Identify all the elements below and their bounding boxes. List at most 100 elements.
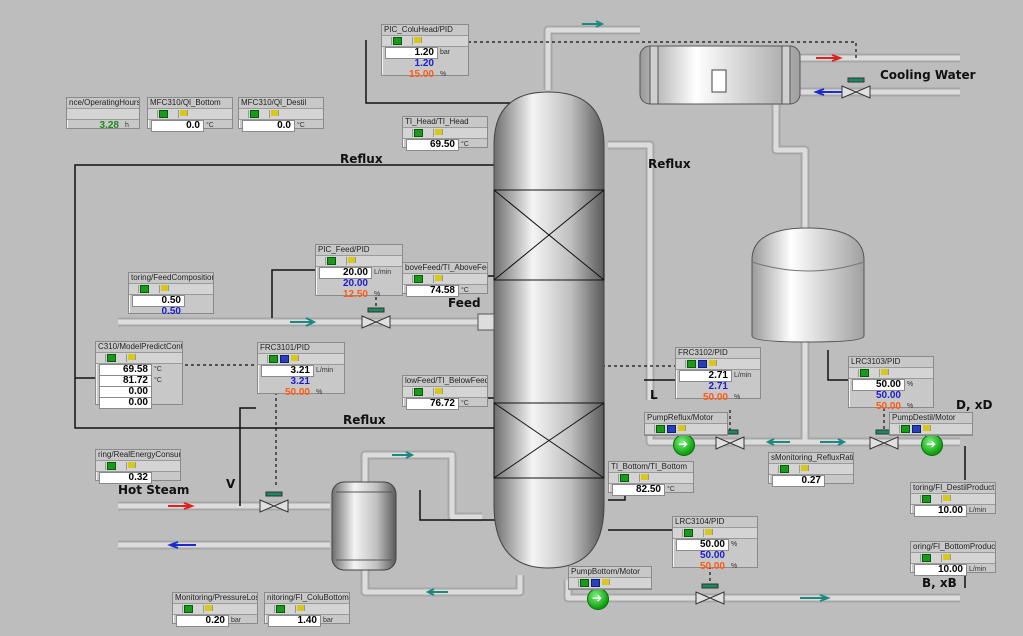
reflux-right-label: Reflux (648, 157, 691, 171)
faceplate-title: lowFeed/TI_BelowFeed (403, 376, 487, 386)
faceplate-pump-bottom[interactable]: PumpBottom/Motor (568, 566, 652, 590)
hot-steam-label: Hot Steam (118, 483, 190, 497)
faceplate-title: boveFeed/TI_AboveFeed (403, 263, 487, 273)
fi-bottom-value: 10.00 (914, 563, 967, 576)
pv-value: 1.20 (385, 46, 438, 59)
ti-head-unit: °C (461, 141, 469, 148)
hours-unit: h (125, 122, 129, 129)
faceplate-reflux-ratio[interactable]: sMonitoring_RefluxRatio 0.27 (768, 452, 854, 487)
faceplate-ti-bottom[interactable]: TI_Bottom/TI_Bottom 82.50°C (608, 461, 694, 496)
faceplate-title: oring/FI_BottomProduct (911, 542, 995, 552)
faceplate-title: TI_Head/TI_Head (403, 117, 487, 127)
out-value: 50.00 (284, 386, 310, 398)
pv-value: 3.21 (261, 364, 314, 377)
faceplate-mfc-ql-bottom[interactable]: MFC310/Ql_Bottom 0.0°C (147, 97, 233, 132)
status-bar (609, 472, 693, 484)
faceplate-ti-head[interactable]: TI_Head/TI_Head 69.50°C (402, 116, 488, 151)
mpc-value-4: 0.00 (99, 396, 152, 409)
status-bar (911, 552, 995, 564)
ql-destil-unit: °C (297, 122, 305, 129)
faceplate-title: MFC310/Ql_Bottom (148, 98, 232, 108)
pump-bottom[interactable] (587, 588, 609, 610)
mpc-unit-2: °C (154, 377, 162, 384)
sp-value: 1.20 (414, 57, 434, 69)
faceplate-real-energy[interactable]: ring/RealEnergyConsum 0.32 (95, 449, 181, 484)
l-label: L (650, 388, 658, 402)
v-label: V (226, 477, 236, 491)
sp-value: 50.00 (699, 549, 725, 561)
faceplate-title: LRC3104/PID (673, 517, 757, 527)
out-unit: % (440, 71, 447, 78)
pressure-loss-unit: bar (231, 617, 242, 624)
status-bar (67, 108, 139, 120)
faceplate-lrc3104[interactable]: LRC3104/PID 50.00% 50.00 50.00% (672, 516, 758, 571)
status-bar (911, 493, 995, 505)
fi-destil-value: 10.00 (914, 504, 967, 517)
pressure-loss-value: 0.20 (176, 614, 229, 627)
flow-arrows (167, 20, 847, 602)
fi-colu-bottom-value: 1.40 (268, 614, 321, 627)
signal-lines (74, 40, 966, 588)
distillation-column (477, 91, 605, 569)
faceplate-pump-destil[interactable]: PumpDestil/Motor (889, 412, 973, 436)
status-bar (239, 108, 323, 120)
reboiler (331, 481, 397, 571)
ti-below-feed-value: 76.72 (406, 397, 459, 410)
ti-head-value: 69.50 (406, 138, 459, 151)
ti-bottom-unit: °C (667, 486, 675, 493)
faceplate-title: FRC3101/PID (258, 343, 344, 353)
status-bar (403, 273, 487, 285)
faceplate-lrc3103[interactable]: LRC3103/PID 50.00% 50.00 50.00% (848, 356, 934, 411)
ql-destil-value: 0.0 (242, 119, 295, 132)
out-unit: % (316, 389, 323, 396)
pv-value: 50.00 (852, 378, 905, 391)
faceplate-ti-below-feed[interactable]: lowFeed/TI_BelowFeed 76.72°C (402, 375, 488, 410)
status-bar (316, 255, 402, 267)
faceplate-ti-above-feed[interactable]: boveFeed/TI_AboveFeed 74.58°C (402, 262, 488, 297)
out-unit: % (907, 403, 914, 410)
pv-unit: L/min (374, 269, 392, 276)
status-bar (769, 463, 853, 475)
out-value: 50.00 (702, 391, 728, 403)
status-bar (96, 352, 182, 364)
pump-reflux[interactable] (673, 434, 695, 456)
pump-destil[interactable] (921, 434, 943, 456)
faceplate-mfc-ql-destil[interactable]: MFC310/Ql_Destil 0.0°C (238, 97, 324, 132)
reflux-drum (751, 227, 865, 343)
sp-value: 2.71 (708, 380, 728, 392)
faceplate-title: MFC310/Ql_Destil (239, 98, 323, 108)
faceplate-model-predict[interactable]: C310/ModelPredictCont 69.58°C 81.72°C 0.… (95, 341, 183, 409)
status-bar (645, 423, 727, 435)
pv-unit: % (731, 541, 738, 548)
reflux-bottom-label: Reflux (343, 413, 386, 427)
faceplate-title: ring/RealEnergyConsum (96, 450, 180, 460)
status-bar (890, 423, 972, 435)
pv-value: 50.00 (676, 538, 729, 551)
feed-label: Feed (448, 296, 481, 310)
energy-value: 0.32 (99, 471, 152, 484)
reflux-ratio-value: 0.27 (772, 474, 825, 487)
status-bar (148, 108, 232, 120)
pv-value: 20.00 (319, 266, 372, 279)
status-bar (849, 367, 933, 379)
ti-above-feed-unit: °C (461, 287, 469, 294)
faceplate-pump-reflux[interactable]: PumpReflux/Motor (644, 412, 728, 436)
condenser (639, 45, 801, 105)
sp-value: 3.21 (290, 375, 310, 387)
status-bar (403, 386, 487, 398)
ti-below-feed-unit: °C (461, 400, 469, 407)
faceplate-feed-composition[interactable]: toring/FeedComposition 0.50 0.50 (128, 272, 214, 316)
faceplate-title: PumpDestil/Motor (890, 413, 972, 423)
ql-bottom-unit: °C (206, 122, 214, 129)
faceplate-title: LRC3103/PID (849, 357, 933, 367)
out-unit: % (374, 291, 381, 298)
